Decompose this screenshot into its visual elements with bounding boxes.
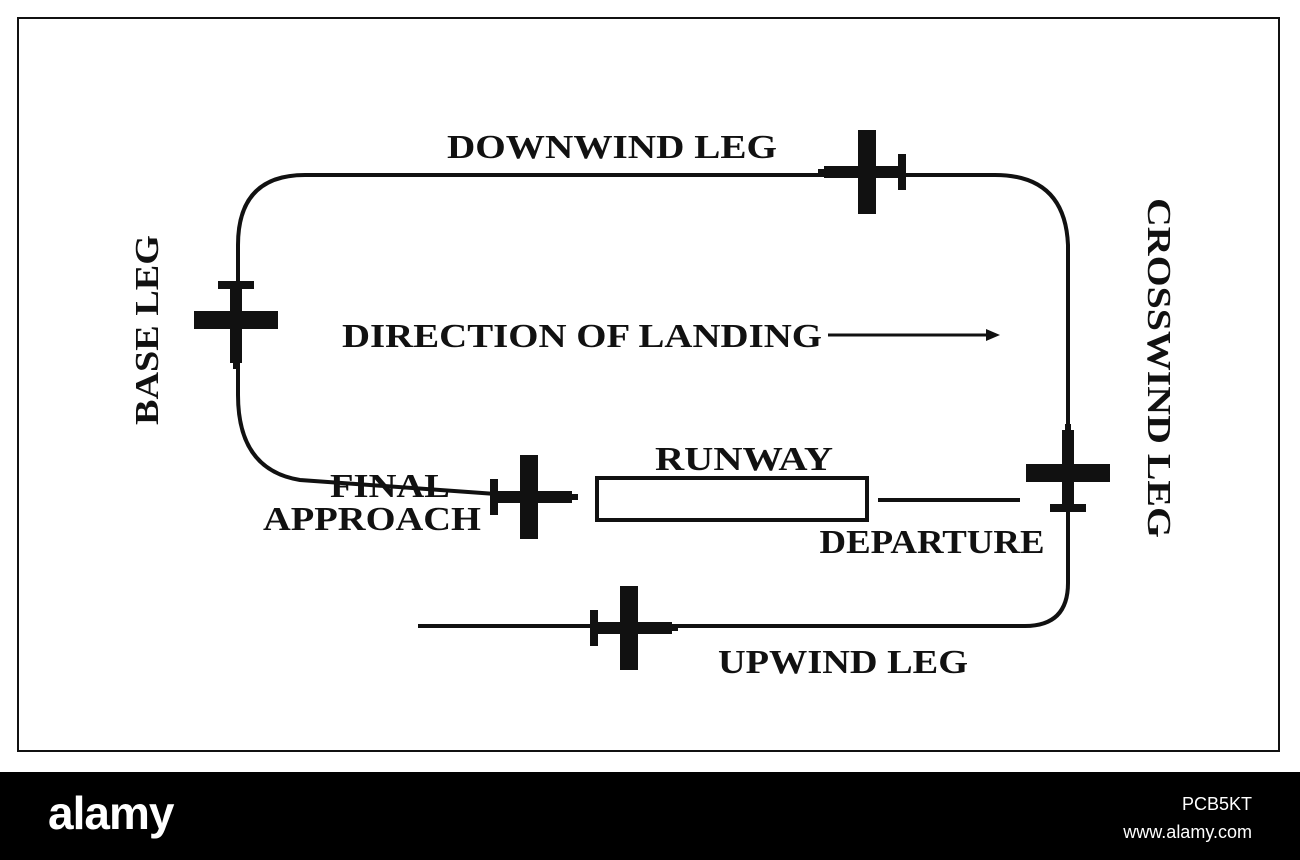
direction-of-landing-label: DIRECTION OF LANDING [342, 318, 822, 355]
site-url: www.alamy.com [1123, 822, 1252, 842]
airplane-icon-final [490, 455, 578, 539]
base-leg-label: BASE LEG [129, 235, 166, 425]
final-approach-label-line1: FINAL [330, 468, 450, 505]
image-id: PCB5KT [1181, 794, 1252, 814]
traffic-pattern-path [236, 173, 1070, 628]
airplane-icon-downwind [818, 130, 906, 214]
crosswind-leg-label: CROSSWIND LEG [1140, 198, 1177, 538]
upwind-leg-label: UPWIND LEG [718, 644, 968, 681]
alamy-logo: alamy [48, 787, 174, 839]
diagram-frame [17, 17, 1280, 752]
watermark-footer: alamy PCB5KT www.alamy.com [0, 772, 1300, 860]
airplane-icon-crosswind [1026, 424, 1110, 512]
airplane-icon-upwind [590, 586, 678, 670]
traffic-pattern-diagram: DOWNWIND LEG BASE LEG CROSSWIND LEG DIRE… [129, 129, 1177, 681]
airplane-icon-base [194, 281, 278, 369]
downwind-leg-label: DOWNWIND LEG [447, 129, 777, 166]
image-id-block: PCB5KT www.alamy.com [1123, 790, 1252, 846]
runway-rect [595, 476, 869, 522]
final-approach-label-line2: APPROACH [263, 501, 481, 538]
runway-label: RUNWAY [655, 441, 833, 478]
departure-label: DEPARTURE [820, 524, 1045, 561]
